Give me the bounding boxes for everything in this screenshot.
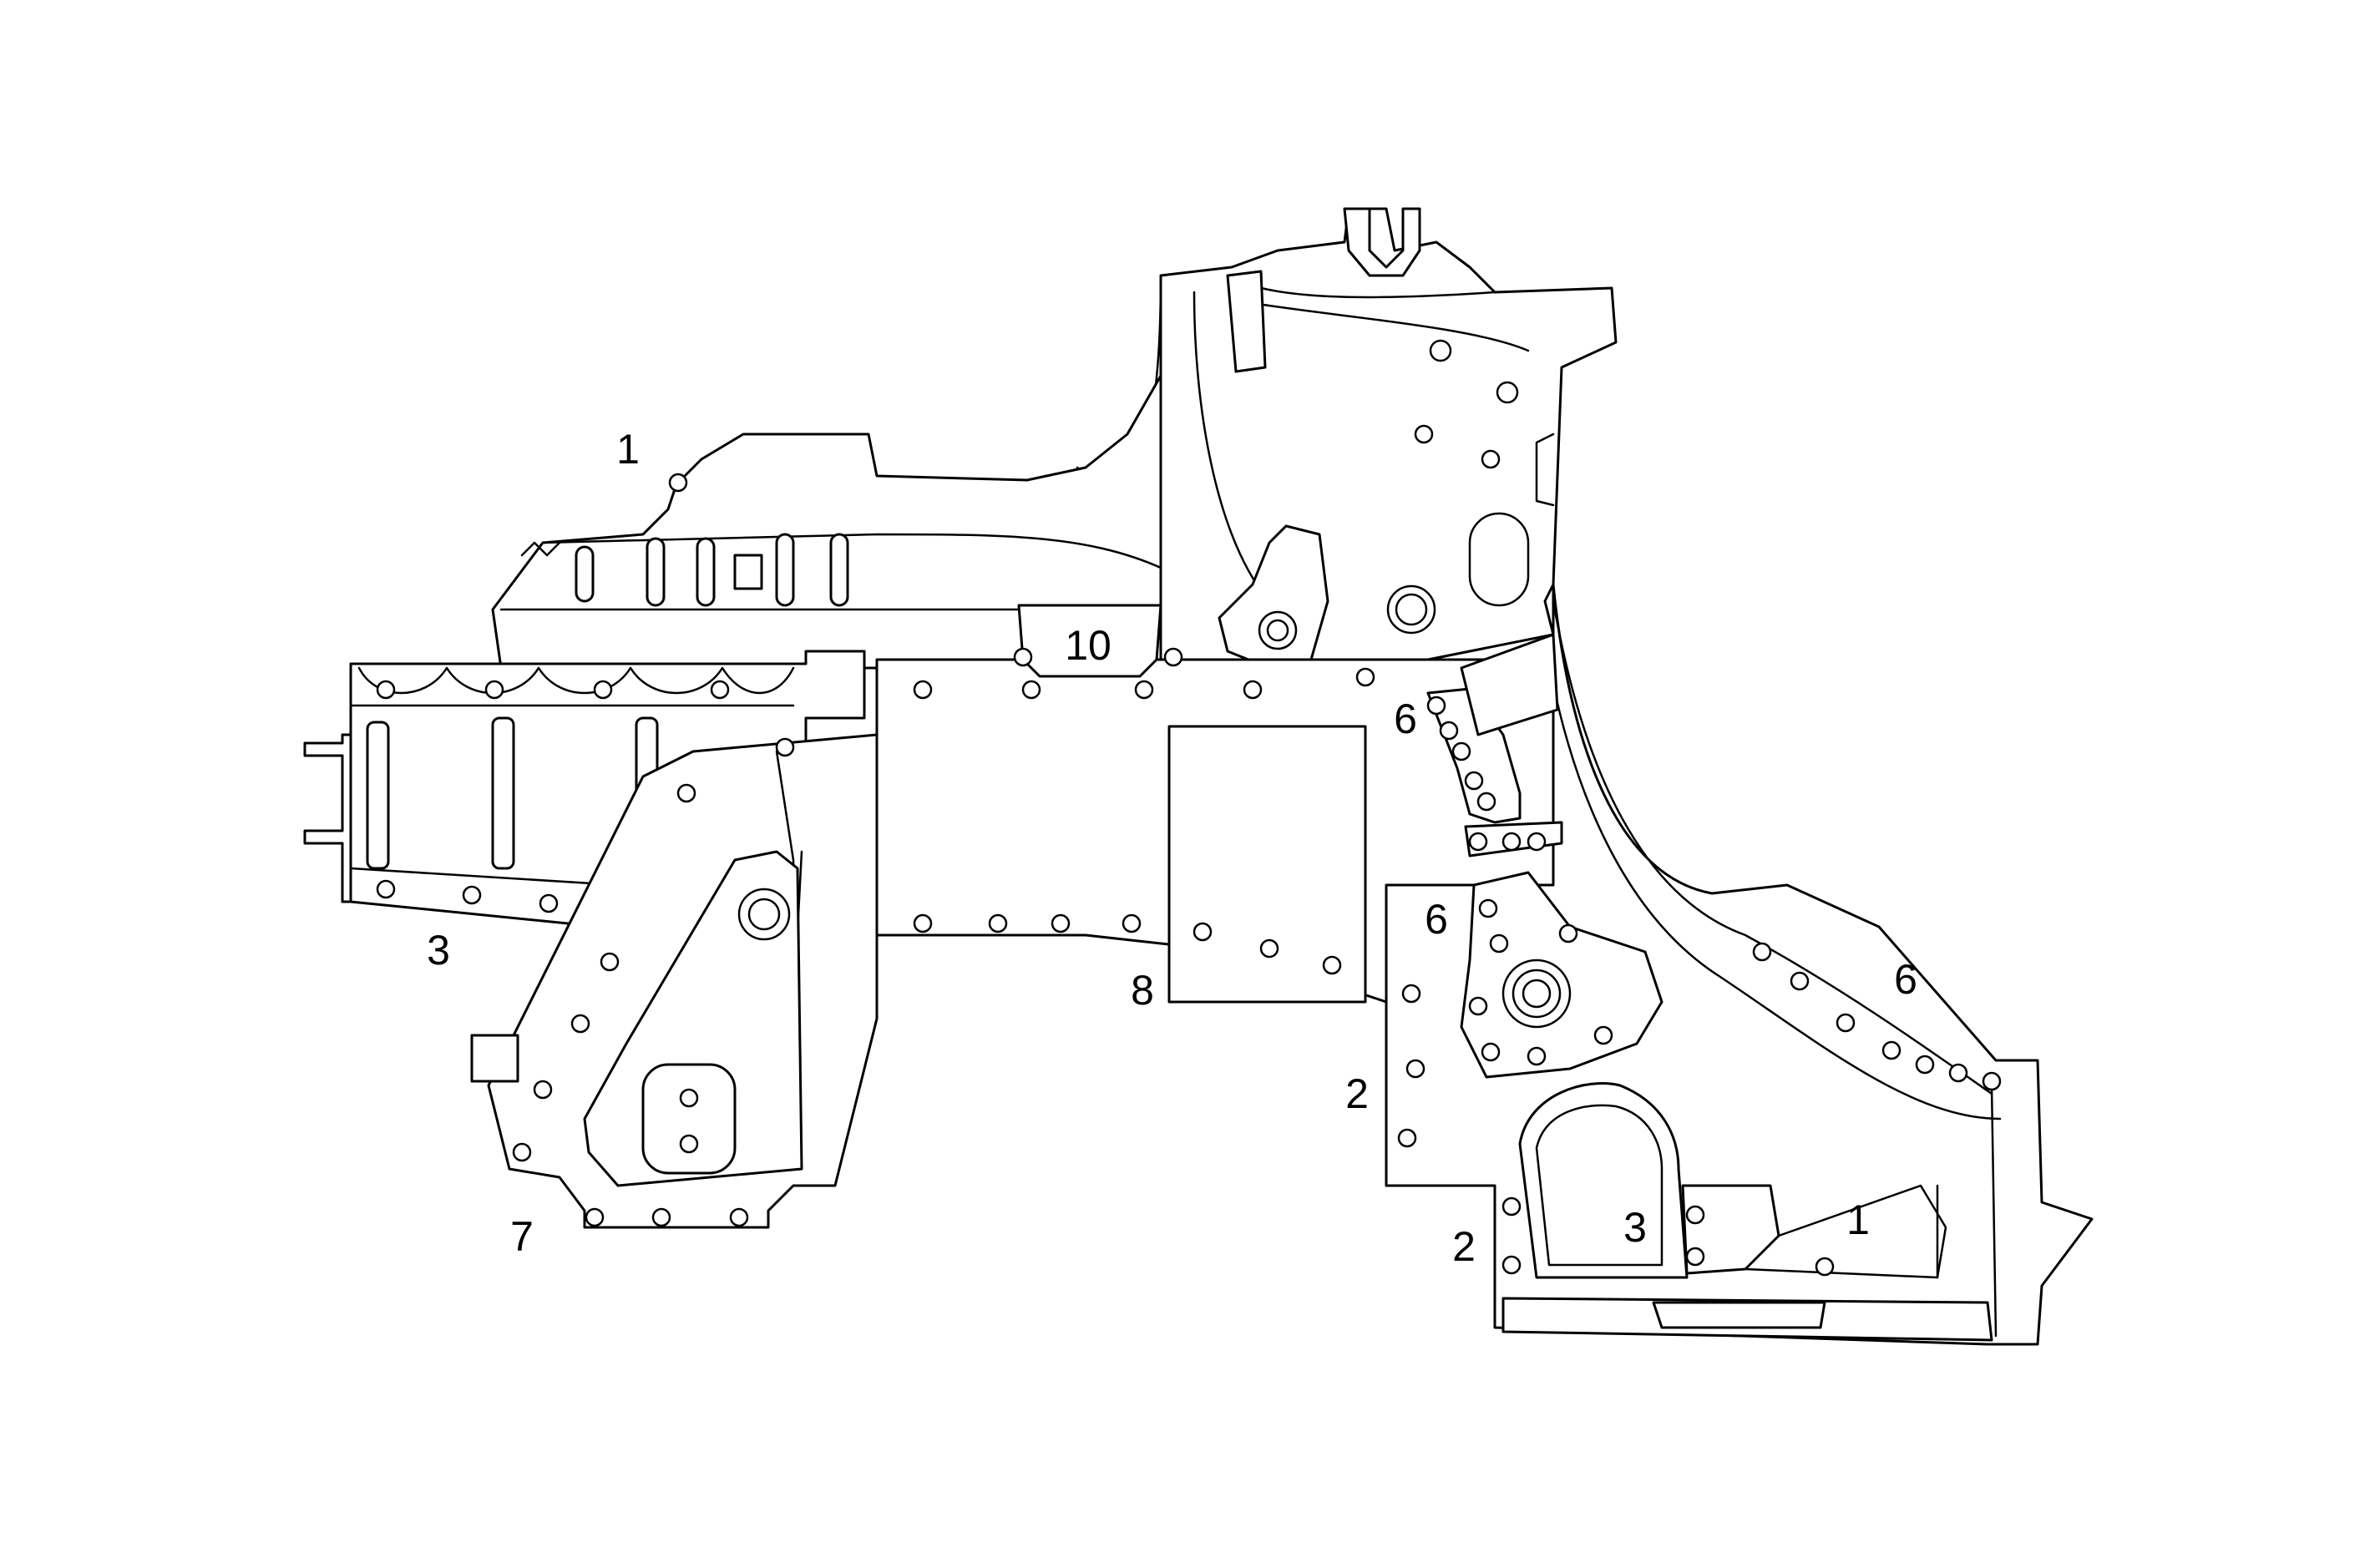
upper-rail-assembly (491, 374, 1162, 670)
pillar-cap (1343, 207, 1421, 277)
upper-pillar-assembly (1076, 207, 1618, 670)
callout-c2-a: 2 (1345, 1070, 1369, 1117)
callout-c8: 8 (1131, 967, 1154, 1014)
bracket-7-tab (470, 1034, 519, 1083)
callout-labels: 1 10 6 3 8 6 6 2 7 2 3 1 (427, 426, 1917, 1270)
rear-quarter-sill (1652, 1301, 1826, 1329)
callout-c7: 7 (510, 1213, 534, 1260)
pillar-bracket (1226, 270, 1267, 373)
left-rail-end (303, 733, 352, 903)
callout-c6-a: 6 (1394, 696, 1417, 742)
bracket-7-pocket (641, 1063, 737, 1175)
callout-c3-right: 3 (1623, 1204, 1647, 1251)
callout-c6-b: 6 (1425, 896, 1448, 943)
rear-quarter-assembly (1385, 583, 2094, 1346)
callout-c1-top: 1 (616, 426, 640, 473)
callout-c10: 10 (1065, 622, 1112, 669)
front-bracket-7 (470, 733, 879, 1229)
bracket-6-upper-plate (1460, 633, 1559, 736)
inner-wheelhouse-3 (1518, 1082, 1689, 1279)
callout-c2-b: 2 (1452, 1223, 1476, 1270)
callout-c1-right: 1 (1846, 1196, 1870, 1243)
callout-c3-left: 3 (427, 927, 450, 974)
callout-c6-c: 6 (1894, 956, 1917, 1003)
